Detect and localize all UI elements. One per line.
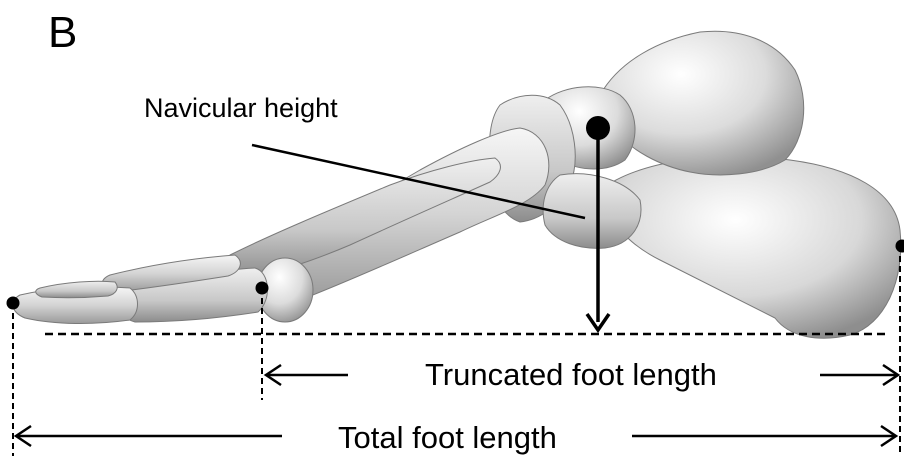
- truncated-foot-length-label: Truncated foot length: [425, 357, 717, 393]
- distal-phalanx-lesser: [36, 281, 117, 297]
- foot-skeleton-icon: [13, 31, 901, 338]
- total-foot-length-label: Total foot length: [338, 420, 557, 456]
- panel-letter: B: [48, 8, 77, 58]
- navicular-height-label: Navicular height: [142, 92, 340, 124]
- calcaneus-bone: [600, 156, 901, 338]
- talus-bone: [600, 31, 804, 175]
